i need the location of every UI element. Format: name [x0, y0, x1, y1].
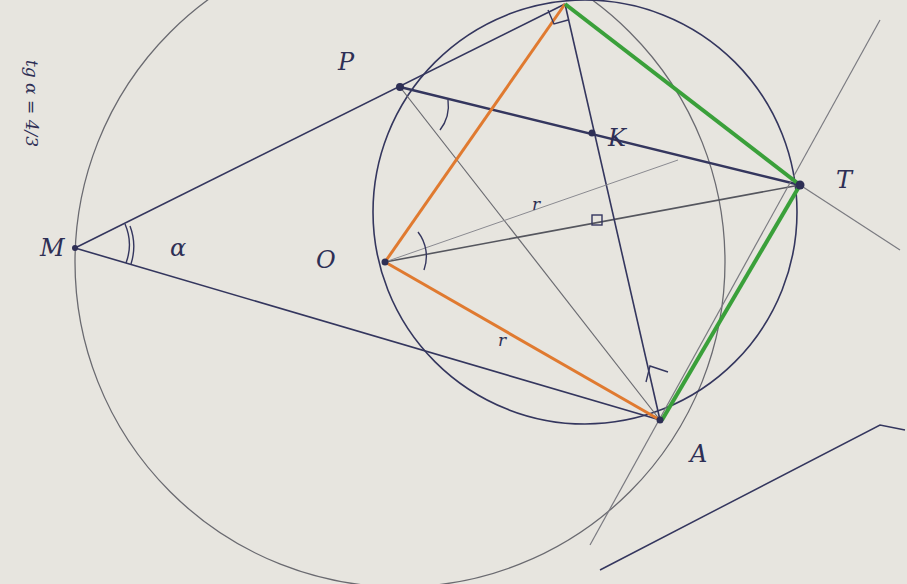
point-label: O: [316, 248, 336, 272]
point-label: A: [690, 442, 707, 466]
orange-radii: [385, 4, 660, 420]
point: [796, 181, 805, 190]
angle-arc: [440, 100, 448, 130]
angle-marks: [125, 10, 668, 382]
line-m-a: [75, 248, 660, 420]
point: [589, 130, 596, 137]
line-m-b: [75, 4, 565, 248]
point-label: T: [836, 168, 852, 192]
point: [382, 259, 389, 266]
corner-mark: [600, 425, 905, 570]
tangent-line: [590, 20, 880, 545]
tangent-line: [800, 185, 900, 250]
point-label: K: [608, 126, 626, 150]
points: [72, 83, 805, 424]
note-text: tg α = 4/3: [23, 60, 40, 147]
point: [396, 83, 404, 91]
point: [72, 245, 78, 251]
radius-o-a: [385, 262, 660, 420]
point-label: P: [338, 50, 354, 74]
length-label: r: [498, 332, 506, 349]
angle-arc: [125, 224, 129, 263]
large-circle: [75, 0, 725, 584]
line-o-t: [385, 185, 800, 262]
tangent-t-a: [662, 185, 800, 420]
radius-line: [385, 160, 678, 262]
line-p-a: [400, 87, 660, 420]
right-angle: [548, 10, 568, 24]
angle-label: α: [170, 236, 186, 260]
tangent-b-t: [565, 4, 800, 185]
length-label: r: [532, 196, 540, 213]
construction-lines: [75, 0, 905, 584]
small-circle: [373, 0, 797, 424]
point: [657, 417, 664, 424]
angle-arc: [418, 232, 426, 270]
angle-arc: [130, 226, 134, 264]
radius-o-b: [385, 4, 565, 262]
right-angle: [646, 366, 668, 382]
right-angle: [592, 215, 602, 225]
point-label: M: [40, 236, 65, 260]
green-tangents: [565, 4, 800, 420]
line-p-t: [400, 87, 800, 185]
